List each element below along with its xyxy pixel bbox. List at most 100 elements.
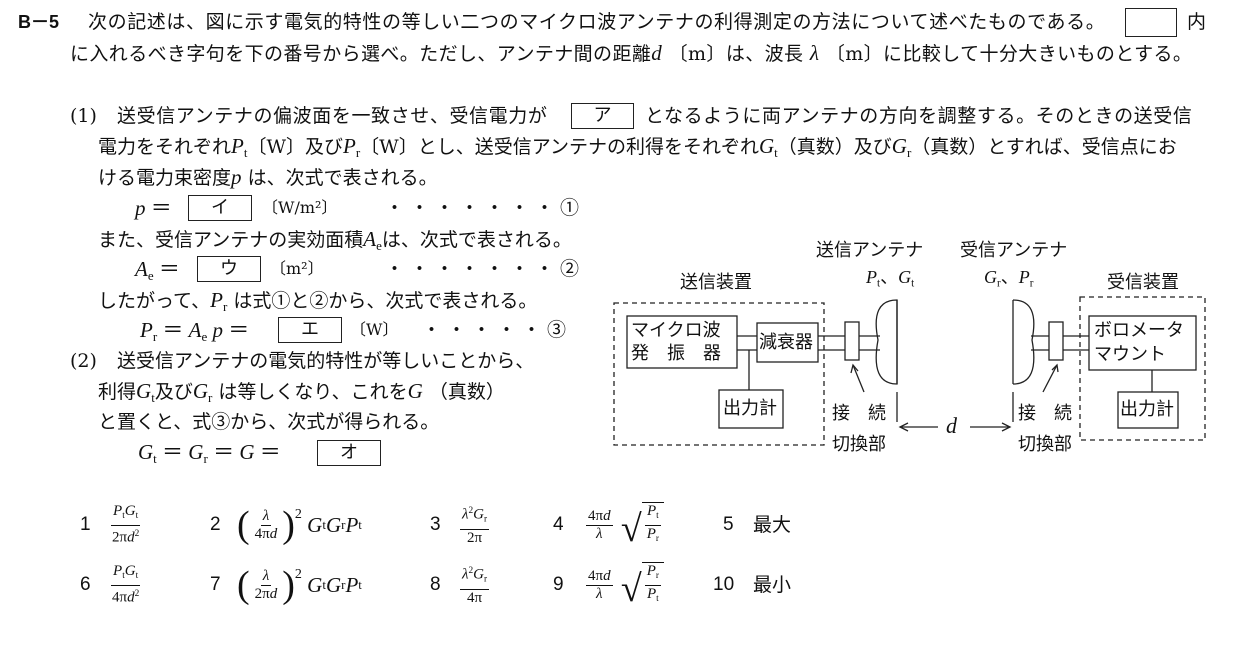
option-number-5: 5 <box>723 514 734 535</box>
tx-switch-label-1: 接 続 <box>832 403 886 424</box>
tx-switch-label-2: 切換部 <box>832 434 886 455</box>
eq2-ref: ・・・・・・・② <box>385 258 586 280</box>
rx-power-meter-box <box>1117 391 1179 429</box>
rx-antenna-label: 受信アンテナ <box>960 240 1068 261</box>
option-number-8: 8 <box>430 574 441 595</box>
math-gr: Gr <box>192 379 213 405</box>
rx-switch-box <box>1048 321 1064 361</box>
blank-a: ア <box>571 103 634 129</box>
eq1-ref: ・・・・・・・① <box>385 197 586 219</box>
tx-power-meter-label: 出力計 <box>723 398 777 419</box>
rx-switch-label-1: 接 続 <box>1018 403 1072 424</box>
text: （真数）とすれば、受信点にお <box>911 136 1177 158</box>
rx-device-label: 受信装置 <box>1107 272 1179 293</box>
eq3-unit: 〔W〕 <box>350 320 399 339</box>
text: （真数）及び <box>777 136 892 158</box>
tx-device-outline <box>613 302 825 446</box>
attenuator-box <box>756 322 819 363</box>
math-lambda: λ <box>809 41 820 65</box>
math-pt: Pt <box>231 134 248 160</box>
item2-line3: と置くと、式③から、次式が得られる。 <box>98 411 440 433</box>
text: 利得 <box>98 381 137 403</box>
math-gr: Gr <box>891 134 912 160</box>
answer-blank-box <box>1125 8 1177 37</box>
bolometer-box <box>1088 315 1197 371</box>
rx-switch-label-2: 切換部 <box>1018 434 1072 455</box>
rx-power-meter-label: 出力計 <box>1120 399 1174 420</box>
item2-line1: 送受信アンテナの電気的特性が等しいことから、 <box>117 350 535 372</box>
tx-antenna-dish <box>875 299 898 385</box>
item1-line2: 電力をそれぞれPt〔W〕及びPr〔W〕とし、送受信アンテナの利得をそれぞれGt（… <box>98 134 1177 165</box>
eq2-lhs: Ae ＝ <box>135 257 180 283</box>
math-gt: Gt <box>758 134 778 160</box>
math-p: p <box>231 165 242 189</box>
oscillator-label-1: マイクロ波 <box>631 320 721 341</box>
math-d: d <box>651 41 663 65</box>
text: 〔W〕及び <box>247 136 343 158</box>
text: （真数） <box>428 381 505 403</box>
text: ける電力束密度 <box>98 167 232 189</box>
distance-label: d <box>946 413 957 438</box>
option-number-4: 4 <box>553 514 564 535</box>
option-number-3: 3 <box>430 514 441 535</box>
blank-u: ウ <box>197 256 261 282</box>
text: は式①と②から、次式で表される。 <box>233 290 538 312</box>
eq1-lhs: p ＝ <box>135 196 172 220</box>
text: に入れるべき字句を下の番号から選べ。ただし、アンテナ間の距離 <box>70 43 652 65</box>
tx-switch-box <box>844 321 860 361</box>
text: は等しくなり、これを <box>218 381 408 403</box>
math-gt: Gt <box>136 379 155 405</box>
eq2-unit: 〔m²〕 <box>270 259 324 278</box>
eq4-lhs: Gt ＝ Gr ＝ G ＝ <box>138 440 281 466</box>
option-number-9: 9 <box>553 574 564 595</box>
text: 及び <box>154 381 193 403</box>
item1-line5: したがって、Pr は式①と②から、次式で表される。 <box>98 288 537 319</box>
question-text-line1: 次の記述は、図に示す電気的特性の等しい二つのマイクロ波アンテナの利得測定の方法に… <box>88 11 1106 33</box>
option-number-7: 7 <box>210 574 221 595</box>
text: また、受信アンテナの実効面積 <box>98 229 364 251</box>
attenuator-label: 減衰器 <box>759 332 813 353</box>
eq1-unit: 〔W/m²〕 <box>262 198 338 217</box>
math-g: G <box>407 379 423 403</box>
tx-params: Pt、Gt <box>866 267 915 290</box>
item1-line1b: となるように両アンテナの方向を調整する。そのときの送受信 <box>645 105 1193 127</box>
blank-e: エ <box>278 317 342 343</box>
text: 〔m〕に比較して十分大きいものとする。 <box>825 43 1193 65</box>
text: 〔m〕は、波長 <box>668 43 804 65</box>
tx-device-label: 送信装置 <box>680 272 752 293</box>
item1-line3: ける電力束密度p は、次式で表される。 <box>98 165 438 190</box>
item1-label: (1) <box>70 105 97 127</box>
rx-params: Gr、Pr <box>984 267 1034 290</box>
question-text-line2: に入れるべき字句を下の番号から選べ。ただし、アンテナ間の距離d 〔m〕は、波長 … <box>70 41 1192 66</box>
question-text-line1-end: 内 <box>1187 11 1207 33</box>
item2-line2: 利得Gt及びGr は等しくなり、これをG （真数） <box>98 379 505 410</box>
item1-line4: また、受信アンテナの実効面積Aeは、次式で表される。 <box>98 227 572 258</box>
eq3-ref: ・・・・・③ <box>422 319 573 341</box>
blank-i: イ <box>188 195 252 221</box>
question-number: B－5 <box>18 12 60 32</box>
oscillator-box <box>626 315 738 369</box>
item2-label: (2) <box>70 350 97 372</box>
bolometer-label-1: ボロメータ <box>1094 320 1184 341</box>
option-formula-5: 最大 <box>753 514 792 536</box>
text: は、次式で表される。 <box>381 229 572 251</box>
math-ae: Ae <box>363 227 382 253</box>
